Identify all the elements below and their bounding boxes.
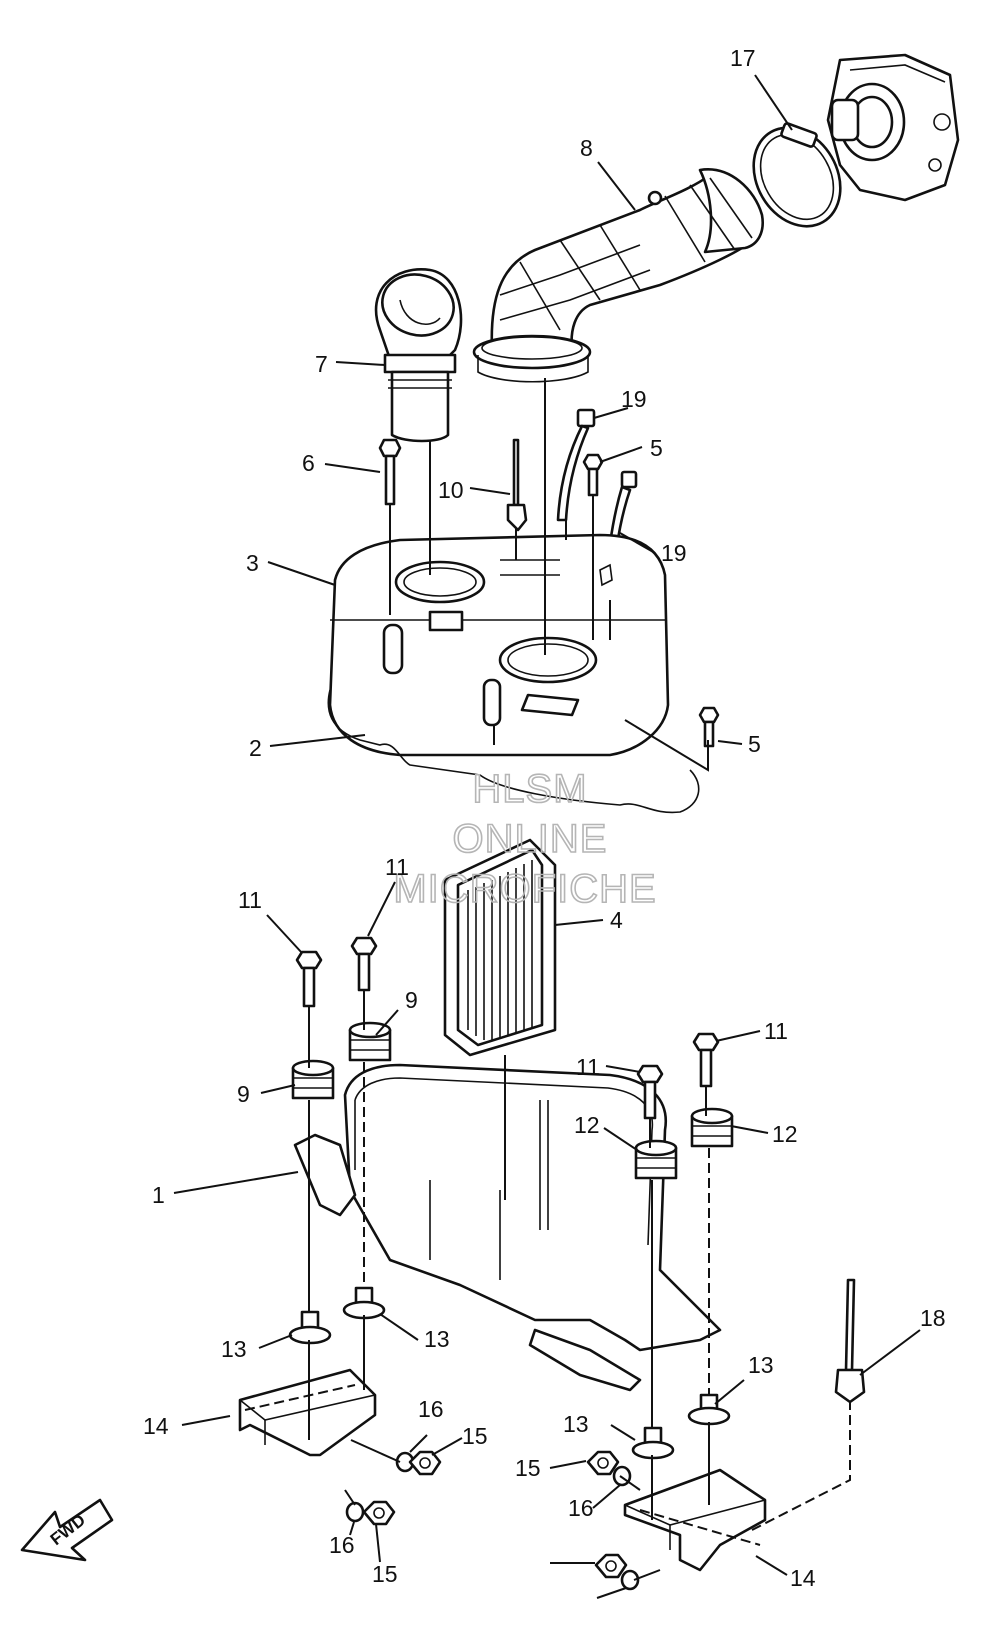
bracket-14-left bbox=[238, 1368, 377, 1457]
callout-14-right: 14 bbox=[790, 1565, 816, 1591]
bolt-11-b bbox=[350, 936, 378, 992]
callout-16-b: 16 bbox=[568, 1495, 594, 1521]
air-filter bbox=[443, 838, 557, 1057]
callout-17: 17 bbox=[730, 45, 756, 71]
grommet-12-a bbox=[634, 1139, 678, 1180]
callout-18: 18 bbox=[920, 1305, 946, 1331]
nut-15-b bbox=[362, 1500, 396, 1526]
callout-15-b: 15 bbox=[515, 1455, 541, 1481]
callout-11-c: 11 bbox=[576, 1054, 600, 1080]
callout-13-d: 13 bbox=[563, 1411, 589, 1437]
callout-9-upper: 9 bbox=[405, 987, 418, 1013]
bracket-14-right bbox=[623, 1468, 767, 1572]
watermark-line-1: HLSM bbox=[472, 767, 587, 811]
cable-tie-18 bbox=[834, 1278, 866, 1404]
callout-12-a: 12 bbox=[574, 1112, 600, 1138]
callout-13-c: 13 bbox=[748, 1352, 774, 1378]
collar-13-c bbox=[687, 1393, 731, 1426]
bolt-11-a bbox=[295, 950, 323, 1008]
callout-8: 8 bbox=[580, 135, 593, 161]
callout-5-lower: 5 bbox=[748, 731, 761, 757]
assembly-lines bbox=[308, 378, 851, 1581]
callout-11-b: 11 bbox=[385, 854, 409, 880]
collar-13-a bbox=[288, 1310, 332, 1345]
watermark: HLSM ONLINE MICROFICHE bbox=[393, 766, 657, 912]
grommet-12-b bbox=[690, 1107, 734, 1148]
callout-9-left: 9 bbox=[237, 1081, 250, 1107]
callout-14-left: 14 bbox=[143, 1413, 169, 1439]
fwd-arrow-icon: FWD bbox=[20, 1498, 114, 1562]
callout-13-b: 13 bbox=[424, 1326, 450, 1352]
callout-15-a: 15 bbox=[462, 1423, 488, 1449]
collar-13-b bbox=[342, 1286, 386, 1320]
bolt-5-lower bbox=[698, 706, 720, 748]
intake-duct bbox=[472, 168, 764, 383]
callout-4: 4 bbox=[610, 907, 623, 933]
watermark-line-2: ONLINE bbox=[453, 817, 608, 861]
callout-15-c: 15 bbox=[372, 1561, 398, 1587]
callout-11-a: 11 bbox=[238, 887, 262, 913]
throttle-body bbox=[826, 53, 960, 202]
callout-16-a: 16 bbox=[418, 1396, 444, 1422]
gasket bbox=[327, 689, 700, 814]
callout-12-b: 12 bbox=[772, 1121, 798, 1147]
bolt-11-d bbox=[692, 1032, 720, 1088]
leader-lines bbox=[173, 74, 921, 1599]
callout-7: 7 bbox=[315, 351, 328, 377]
bolt-5-upper bbox=[582, 453, 604, 497]
callout-19-upper: 19 bbox=[621, 386, 647, 412]
airbox-cover bbox=[328, 533, 670, 757]
callout-11-d: 11 bbox=[764, 1018, 788, 1044]
callout-13-a: 13 bbox=[221, 1336, 247, 1362]
callout-5-upper: 5 bbox=[650, 435, 663, 461]
callout-19-lower: 19 bbox=[661, 540, 687, 566]
washer-16-b bbox=[345, 1501, 365, 1523]
callout-2: 2 bbox=[249, 735, 262, 761]
nut-15-a bbox=[408, 1450, 442, 1476]
hose-clamp bbox=[752, 122, 842, 228]
air-funnel bbox=[374, 268, 463, 443]
grommet-9-a bbox=[291, 1059, 335, 1100]
grommet-9-b bbox=[348, 1021, 392, 1062]
callout-10: 10 bbox=[438, 477, 464, 503]
nut-15-c bbox=[586, 1450, 620, 1476]
bolt-6 bbox=[378, 438, 402, 506]
bolt-11-c bbox=[636, 1064, 664, 1120]
watermark-line-3: MICROFICHE bbox=[393, 867, 656, 911]
callout-3: 3 bbox=[246, 550, 259, 576]
callouts: 1 2 3 4 5 5 6 7 8 9 9 10 11 11 11 11 12 … bbox=[143, 45, 946, 1591]
callout-1: 1 bbox=[152, 1182, 165, 1208]
nut-15-d bbox=[594, 1553, 628, 1579]
washer-16-d bbox=[620, 1569, 640, 1591]
callout-6: 6 bbox=[302, 450, 315, 476]
collar-13-d bbox=[631, 1426, 675, 1460]
callout-16-c: 16 bbox=[329, 1532, 355, 1558]
strap-10 bbox=[506, 438, 528, 532]
